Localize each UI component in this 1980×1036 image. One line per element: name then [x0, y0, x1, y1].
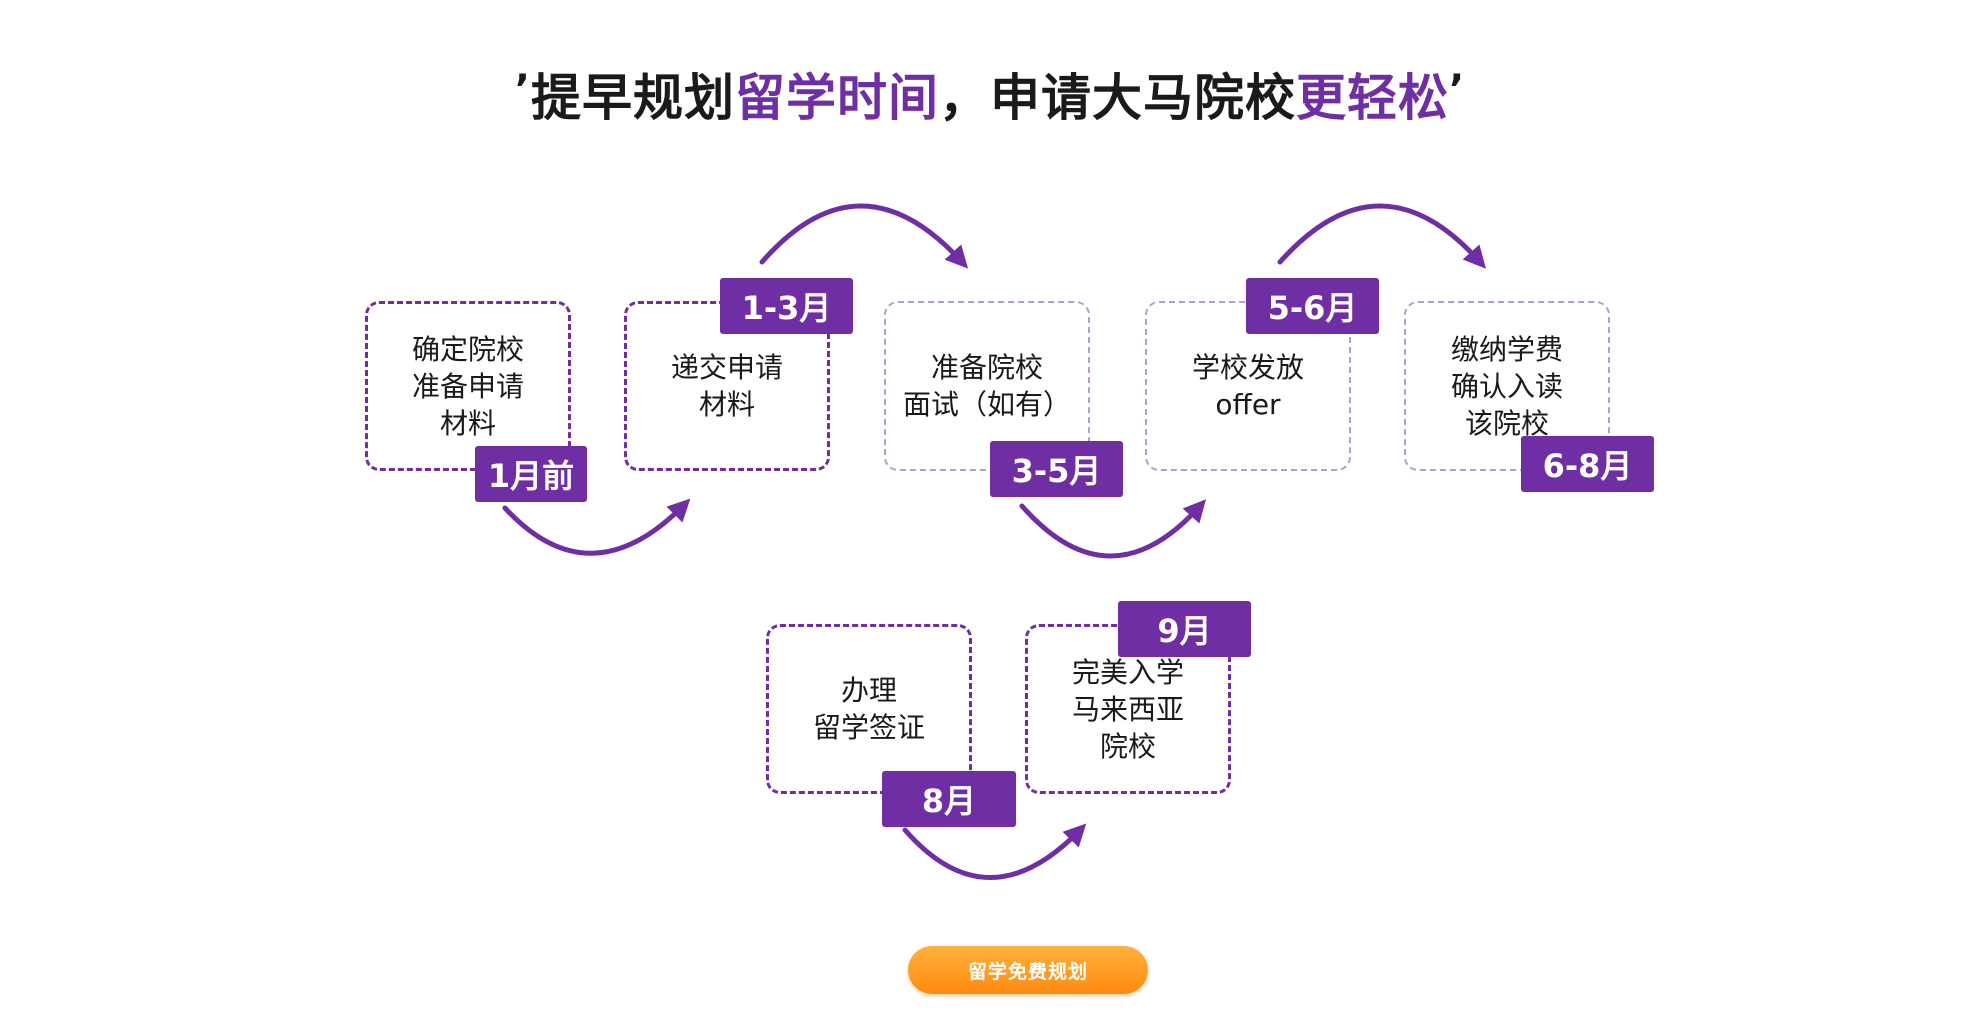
step-box-1: 确定院校 准备申请 材料	[365, 301, 571, 471]
title-part-1: 提早规划	[531, 69, 735, 127]
step-7-line-3: 院校	[1099, 729, 1156, 763]
step-7-line-1: 完美入学	[1071, 655, 1184, 689]
page-title: ʼ提早规划留学时间，申请大马院校更轻松ʼ	[0, 58, 1980, 130]
close-quote-mark: ʼ	[1449, 67, 1466, 113]
step-5-line-3: 该院校	[1464, 406, 1549, 440]
open-quote-mark: ʼ	[514, 67, 531, 113]
step-box-3: 准备院校 面试（如有）	[884, 301, 1090, 471]
step-7-line-2: 马来西亚	[1071, 692, 1184, 726]
step-6-line-1: 办理	[840, 674, 897, 707]
step-3-tag: 3-5月	[990, 441, 1123, 497]
step-6-tag: 8月	[882, 771, 1016, 827]
step-3-line-1: 准备院校	[930, 351, 1043, 384]
arrow-2-to-3	[759, 203, 969, 269]
step-1-line-1: 确定院校	[411, 332, 524, 366]
title-accent-1: 留学时间	[735, 69, 939, 127]
step-3-line-2: 面试（如有）	[902, 388, 1071, 421]
step-4-line-1: 学校发放	[1191, 351, 1304, 384]
arrow-1-to-2	[502, 498, 691, 556]
step-box-6: 办理 留学签证	[766, 624, 972, 794]
step-4-tag: 5-6月	[1246, 278, 1379, 334]
step-6-line-2: 留学签证	[812, 711, 925, 744]
step-5-tag: 6-8月	[1521, 436, 1654, 492]
step-2-line-1: 递交申请	[670, 351, 783, 384]
step-7-tag: 9月	[1118, 601, 1251, 657]
title-accent-2: 更轻松	[1296, 69, 1449, 127]
step-2-line-2: 材料	[698, 388, 755, 421]
arrow-6-to-7	[902, 823, 1087, 880]
step-5-line-1: 缴纳学费	[1450, 332, 1563, 366]
step-1-line-2: 准备申请	[411, 369, 524, 403]
step-2-tag: 1-3月	[720, 278, 853, 334]
arrow-4-to-5	[1277, 203, 1486, 269]
step-1-line-3: 材料	[439, 406, 496, 440]
title-part-3: ，申请大马院校	[939, 69, 1296, 127]
step-5-line-2: 确认入读	[1450, 369, 1563, 403]
step-4-line-2: offer	[1215, 388, 1281, 421]
free-planning-button[interactable]: 留学免费规划	[908, 946, 1148, 994]
arrow-3-to-4	[1019, 499, 1207, 559]
step-1-tag: 1月前	[475, 446, 587, 502]
step-box-5: 缴纳学费 确认入读 该院校	[1404, 301, 1610, 471]
